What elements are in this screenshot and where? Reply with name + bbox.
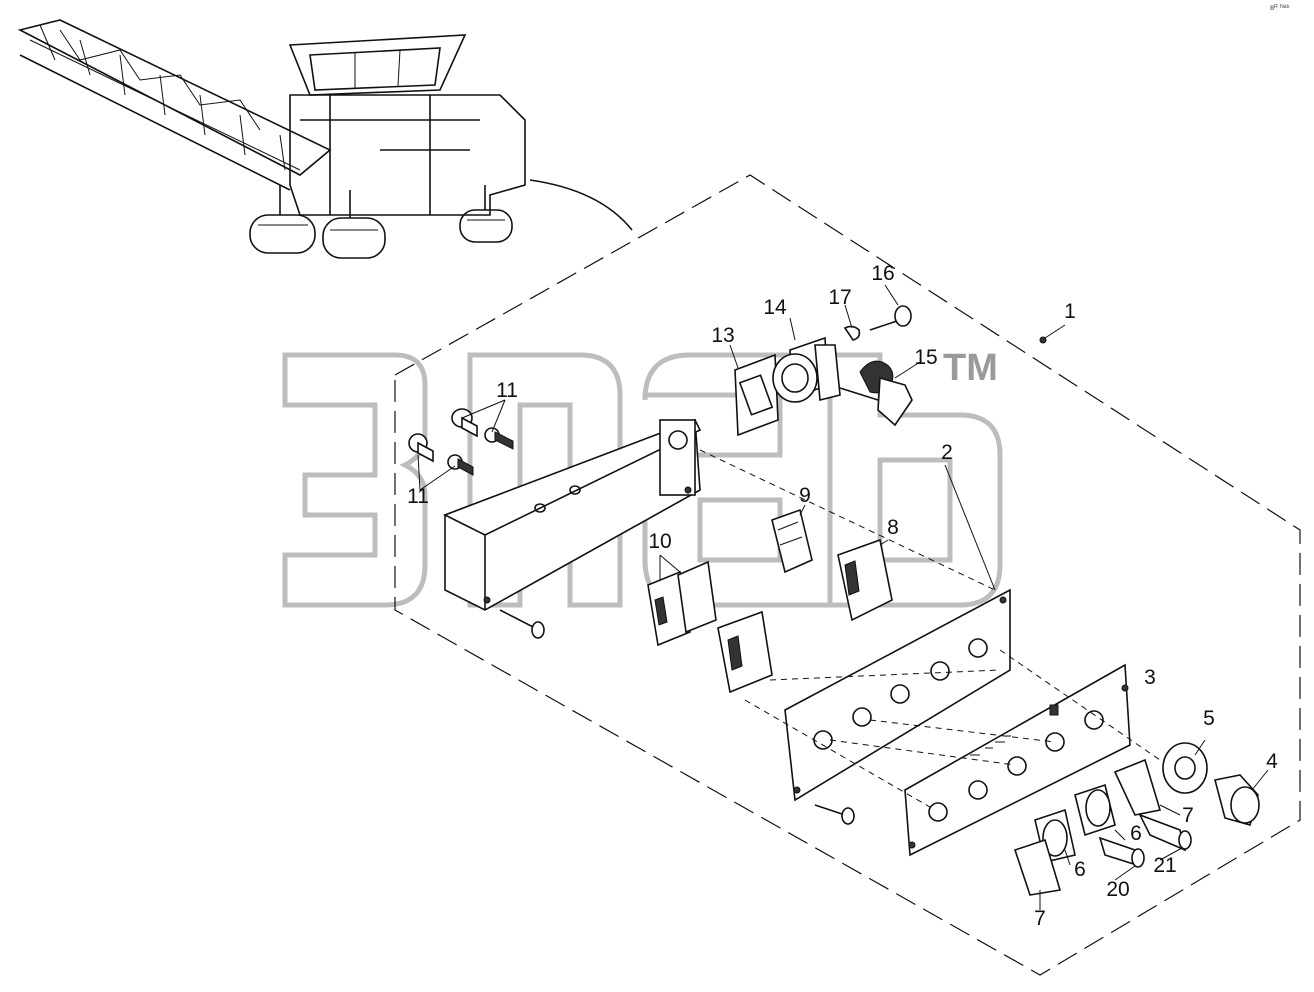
callout-c11b: 11 [407, 485, 429, 508]
callout-c10: 10 [648, 530, 671, 553]
switch-modules [647, 504, 893, 694]
callout-c7a: 7 [1182, 804, 1194, 827]
watermark: TM [282, 347, 1003, 608]
callout-c4: 4 [1266, 750, 1278, 773]
callout-c5: 5 [1203, 707, 1215, 730]
right-components [1013, 739, 1269, 910]
leader-1 [1044, 324, 1066, 339]
callout-c11a: 11 [496, 379, 518, 402]
callout-c20: 20 [1106, 878, 1129, 901]
pushbuttons-item-11 [408, 399, 514, 491]
callout-labels: 1 2 3 4 5 6 6 7 7 8 9 10 11 11 13 14 15 16 17 20 21 [407, 262, 1278, 930]
control-panel [904, 663, 1131, 857]
callout-c1: 1 [1064, 300, 1076, 323]
callout-c3: 3 [1144, 666, 1156, 689]
callout-c7b: 7 [1034, 907, 1046, 930]
callout-c8: 8 [887, 516, 899, 539]
front-plate [784, 588, 1011, 825]
callout-c2: 2 [941, 441, 953, 464]
machine-overview-illustration [17, 19, 633, 259]
callout-c6b: 6 [1074, 858, 1086, 881]
gauge-assembly [729, 284, 921, 437]
callout-c17: 17 [828, 286, 851, 309]
callout-c13: 13 [711, 324, 734, 347]
callout-c21: 21 [1153, 854, 1176, 877]
callout-c16: 16 [871, 262, 894, 285]
housing-box [443, 418, 702, 639]
corner-code: ʙᴿ ᴺᵃᵇ [1270, 3, 1290, 12]
callout-c15: 15 [914, 346, 937, 369]
leader-2 [944, 464, 996, 591]
callout-c9: 9 [799, 484, 811, 507]
callout-c14: 14 [763, 296, 787, 319]
callout-c6a: 6 [1130, 822, 1142, 845]
assembly-boundary [394, 174, 1301, 976]
alignment-lines [699, 449, 1161, 811]
watermark-tm: TM [943, 347, 998, 389]
